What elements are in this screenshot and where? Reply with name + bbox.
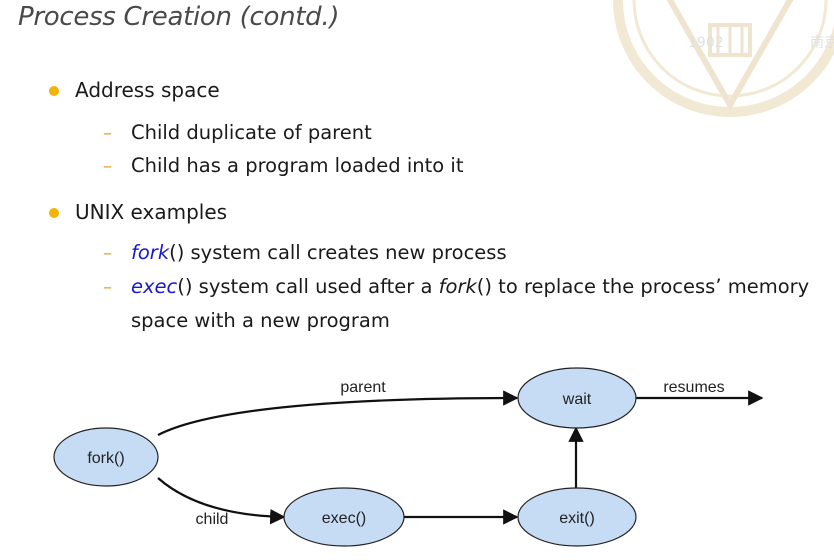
bullet-address-space: Address space xyxy=(75,78,220,102)
label-parent: parent xyxy=(340,379,386,396)
sub-child-program: Child has a program loaded into it xyxy=(131,154,464,177)
sub-dash: – xyxy=(103,156,112,177)
sub-dash: – xyxy=(103,123,112,144)
node-fork: fork() xyxy=(53,427,159,487)
svg-text:wait: wait xyxy=(562,391,592,408)
slide-title: Process Creation (contd.) xyxy=(18,2,340,32)
process-diagram: fork() exec() wait exit() parent child r… xyxy=(53,367,764,547)
keyword-exec: exec xyxy=(131,275,178,298)
label-child: child xyxy=(196,511,229,528)
edge-child xyxy=(157,477,286,525)
svg-text:fork(): fork() xyxy=(87,450,124,467)
sub-fork: fork() system call creates new process xyxy=(131,241,507,264)
svg-text:1902: 1902 xyxy=(688,35,724,51)
node-exec: exec() xyxy=(283,487,405,547)
node-wait: wait xyxy=(517,367,637,429)
keyword-fork-italic: fork xyxy=(438,275,477,298)
university-emblem: 1902 南京 xyxy=(613,0,834,117)
bullet-dot xyxy=(49,86,59,96)
sub-exec-text-a: () system call used after a xyxy=(177,275,439,298)
sub-fork-text: () system call creates new process xyxy=(169,241,507,264)
sub-exec-line2: space with a new program xyxy=(131,309,390,332)
node-exit: exit() xyxy=(517,487,637,547)
label-resumes: resumes xyxy=(663,379,724,396)
sub-dash: – xyxy=(103,243,112,264)
bullet-dot xyxy=(49,208,59,218)
sub-exec-text-b: () to replace the process’ memory xyxy=(476,275,810,298)
sub-exec: exec() system call used after a fork() t… xyxy=(131,275,809,298)
bullet-unix-examples: UNIX examples xyxy=(75,200,228,224)
edge-parent xyxy=(157,390,519,436)
svg-text:exec(): exec() xyxy=(322,510,366,527)
keyword-fork: fork xyxy=(131,241,170,264)
sub-child-duplicate: Child duplicate of parent xyxy=(131,121,372,144)
svg-text:南京: 南京 xyxy=(810,35,834,51)
sub-dash: – xyxy=(103,277,112,298)
svg-text:exit(): exit() xyxy=(559,510,595,527)
